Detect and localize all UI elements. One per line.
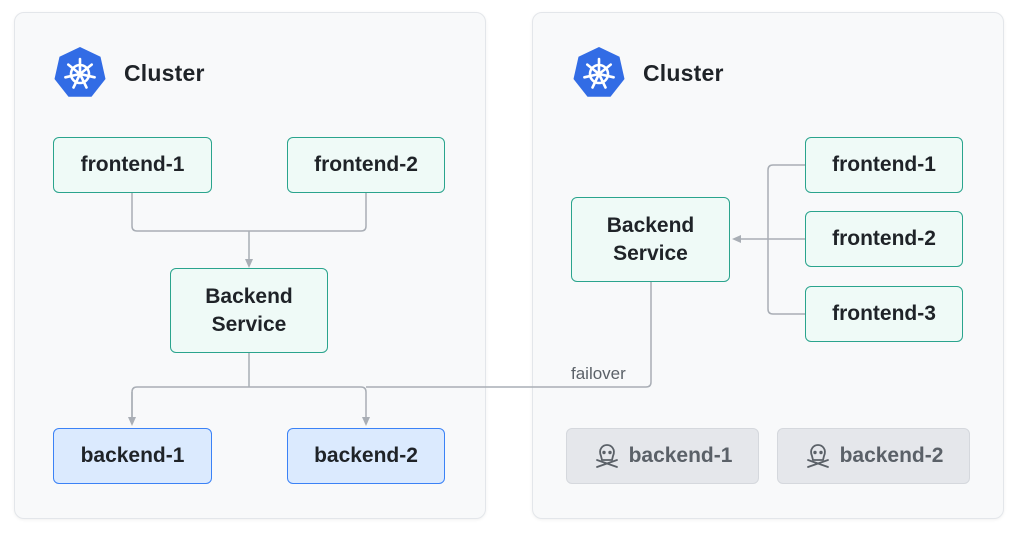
kubernetes-helm-icon xyxy=(54,47,106,97)
skull-crossbones-icon xyxy=(806,444,829,468)
left-backend-1[interactable]: backend-1 xyxy=(53,428,212,484)
right-cluster-header: Cluster xyxy=(571,45,724,101)
skull-crossbones-icon xyxy=(595,444,618,468)
right-backend-1-label: backend-1 xyxy=(628,444,733,467)
right-backend-service[interactable]: Backend Service xyxy=(571,197,730,282)
left-backend-2[interactable]: backend-2 xyxy=(287,428,445,484)
right-backend-service-line1: Backend xyxy=(606,213,695,237)
wire-left-frontends xyxy=(131,193,367,232)
left-frontend-1[interactable]: frontend-1 xyxy=(53,137,212,193)
right-frontend-1[interactable]: frontend-1 xyxy=(805,137,963,193)
right-backend-2-label: backend-2 xyxy=(839,444,944,467)
left-backend-service[interactable]: Backend Service xyxy=(170,268,328,353)
right-frontend-2[interactable]: frontend-2 xyxy=(805,211,963,267)
right-frontend-3[interactable]: frontend-3 xyxy=(805,286,963,342)
wire-left-backends xyxy=(131,386,370,426)
kubernetes-helm-icon xyxy=(573,47,625,97)
left-cluster-title: Cluster xyxy=(124,59,205,86)
left-cluster-header: Cluster xyxy=(52,45,205,101)
wire-failover xyxy=(366,282,652,388)
right-backend-2-down[interactable]: backend-2 xyxy=(777,428,970,484)
left-backend-service-line1: Backend xyxy=(205,284,293,308)
left-backend-service-line2: Service xyxy=(211,312,287,336)
right-backend-1-down[interactable]: backend-1 xyxy=(566,428,759,484)
left-frontend-2[interactable]: frontend-2 xyxy=(287,137,445,193)
failover-label: failover xyxy=(571,364,626,383)
right-backend-service-line2: Service xyxy=(613,241,688,265)
right-cluster-title: Cluster xyxy=(643,59,724,86)
